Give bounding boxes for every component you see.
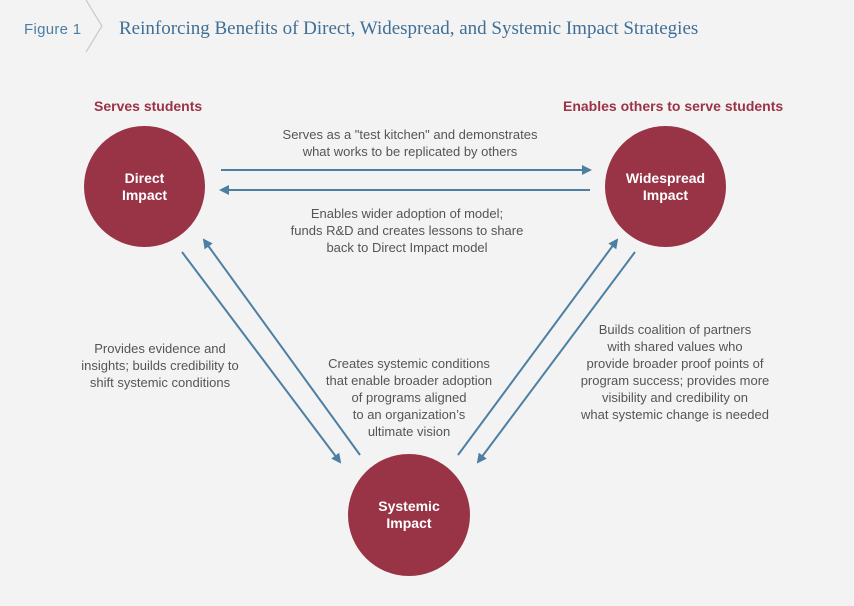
figure-label: Figure 1 bbox=[24, 21, 82, 38]
figure-title: Reinforcing Benefits of Direct, Widespre… bbox=[119, 18, 699, 39]
note-direct-to-systemic: Provides evidence and insights; builds c… bbox=[81, 341, 239, 390]
arrow-direct-to-systemic bbox=[181, 251, 342, 464]
node-systemic-impact: Systemic Impact bbox=[348, 454, 470, 576]
node-widespread-impact: Widespread Impact bbox=[605, 126, 726, 247]
note-direct-to-widespread: Serves as a "test kitchen" and demonstra… bbox=[282, 127, 538, 159]
note-widespread-to-systemic: Builds coalition of partners with shared… bbox=[580, 322, 770, 422]
note-systemic-center: Creates systemic conditions that enable … bbox=[325, 356, 493, 439]
heading-enables-others: Enables others to serve students bbox=[563, 98, 784, 114]
arrow-systemic-to-direct bbox=[202, 238, 361, 456]
node-widespread-impact-label: Widespread Impact bbox=[625, 169, 706, 203]
node-direct-impact-label: Direct Impact bbox=[121, 169, 168, 203]
node-direct-impact: Direct Impact bbox=[84, 126, 205, 247]
chevron-divider-icon bbox=[85, 0, 103, 52]
note-widespread-to-direct: Enables wider adoption of model; funds R… bbox=[290, 206, 524, 255]
node-systemic-impact-label: Systemic Impact bbox=[378, 498, 440, 531]
arrow-widespread-to-systemic bbox=[476, 251, 636, 464]
arrow-systemic-to-widespread bbox=[457, 238, 619, 456]
heading-serves-students: Serves students bbox=[94, 98, 203, 114]
